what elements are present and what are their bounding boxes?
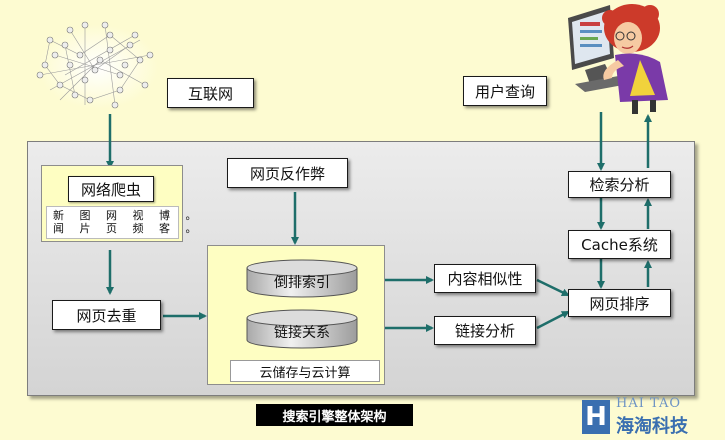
link-relation-node: 链接关系 xyxy=(247,322,357,342)
cache-label: Cache系统 xyxy=(581,236,658,254)
similarity-label: 内容相似性 xyxy=(447,270,523,288)
retrieval-analysis-node: 检索分析 xyxy=(568,171,671,198)
crawler-sources-row1: 新 图 网 视 博 。 xyxy=(53,209,203,222)
cloud-node: 云储存与云计算 xyxy=(230,360,380,382)
inverted-index-label: 倒排索引 xyxy=(274,275,330,291)
haitao-watermark: H HAI TAO 海淘科技 xyxy=(582,396,722,438)
link-analysis-node: 链接分析 xyxy=(434,316,536,345)
anti-cheat-node: 网页反作弊 xyxy=(227,158,348,188)
crawler-node: 网络爬虫 xyxy=(68,176,154,202)
anti-cheat-label: 网页反作弊 xyxy=(249,164,325,183)
caption-text: 搜索引擎整体架构 xyxy=(282,409,387,425)
page-rank-node: 网页排序 xyxy=(568,289,671,317)
watermark-cn: 海淘科技 xyxy=(616,416,688,437)
dedup-node: 网页去重 xyxy=(52,300,161,330)
internet-label: 互联网 xyxy=(187,84,233,103)
diagram-caption: 搜索引擎整体架构 xyxy=(256,404,413,426)
crawler-label: 网络爬虫 xyxy=(80,180,141,199)
user-query-node: 用户查询 xyxy=(463,76,547,106)
crawler-sources: 新 图 网 视 博 。 闻 片 页 频 客 。 xyxy=(46,206,203,239)
retrieval-analysis-label: 检索分析 xyxy=(589,176,650,194)
crawler-sources-row2: 闻 片 页 频 客 。 xyxy=(53,222,203,235)
page-rank-label: 网页排序 xyxy=(589,294,650,313)
link-analysis-label: 链接分析 xyxy=(454,322,515,340)
user-query-label: 用户查询 xyxy=(474,82,535,101)
dedup-label: 网页去重 xyxy=(76,306,137,325)
cloud-label: 云储存与云计算 xyxy=(259,365,351,381)
inverted-index-node: 倒排索引 xyxy=(247,272,357,292)
cache-node: Cache系统 xyxy=(568,230,671,259)
watermark-logo-letter: H xyxy=(582,400,610,434)
similarity-node: 内容相似性 xyxy=(434,264,536,293)
watermark-en: HAI TAO xyxy=(616,396,681,411)
internet-node: 互联网 xyxy=(167,78,254,108)
link-relation-label: 链接关系 xyxy=(274,325,330,341)
